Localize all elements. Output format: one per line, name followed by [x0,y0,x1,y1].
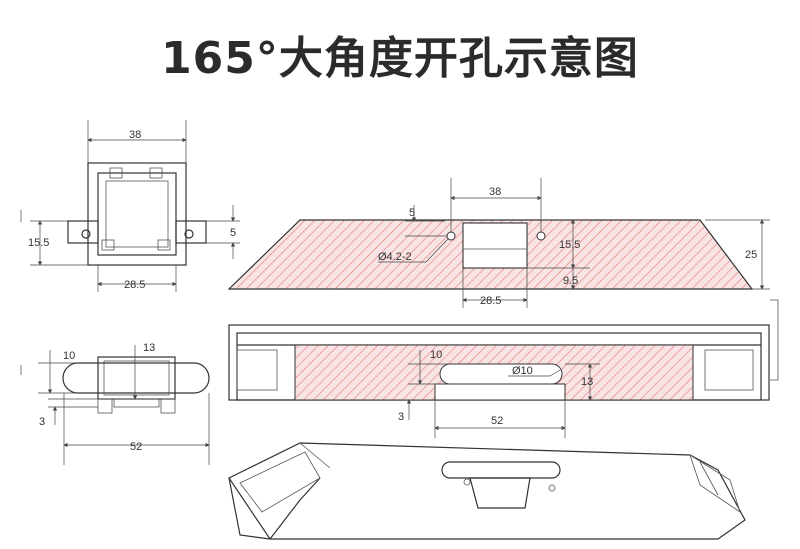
dim-bottom-left-52: 52 [130,441,142,453]
dim-bottom-right-13: 13 [581,376,593,388]
dim-top-left-height: 15.5 [28,237,49,249]
dim-bottom-left-10: 10 [63,350,75,362]
dim-top-right-width: 38 [489,186,501,198]
page-title: 165°大角度开孔示意图 [161,33,639,84]
dim-top-left-tab: 5 [230,227,236,239]
dim-top-left-base: 28.5 [124,279,145,291]
dim-top-right-tab: 5 [409,207,415,219]
dim-top-right-h1: 15.5 [559,239,580,251]
dim-top-right-depth: 25 [745,249,757,261]
dim-bottom-left-3: 3 [39,416,45,428]
dim-bottom-left-13: 13 [143,342,155,354]
dim-top-right-h2: 9.5 [563,275,578,287]
dim-bottom-right-52: 52 [491,415,503,427]
isometric-view [228,442,746,540]
dim-top-right-base: 28.5 [480,295,501,307]
dim-bottom-right-slot: Ø10 [512,365,533,377]
top-left-view: 38 15.5 5 28.5 [20,120,240,292]
dim-bottom-right-3: 3 [398,411,404,423]
dim-top-right-hole: Ø4.2-2 [378,251,412,263]
bottom-left-view: 10 13 3 52 [20,342,210,465]
dim-top-left-width: 38 [129,129,141,141]
bottom-right-view: 10 Ø10 13 3 52 [228,324,770,438]
dim-bottom-right-10: 10 [430,349,442,361]
top-right-view: 38 5 Ø4.2-2 15.5 9.5 25 28.5 [227,178,779,381]
